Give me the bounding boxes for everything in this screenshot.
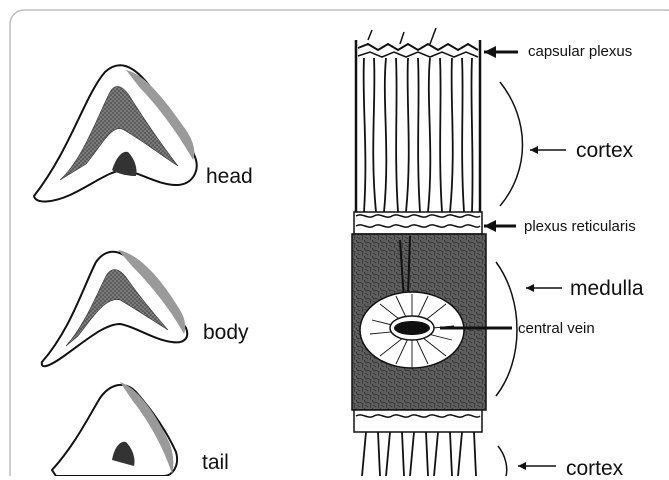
label-central-vein: central vein (518, 321, 595, 336)
label-cortex-upper: cortex (576, 140, 633, 161)
cortex-lower-arrow (518, 462, 556, 470)
gland-head-section (34, 65, 197, 201)
label-plexus-reticularis: plexus reticularis (524, 219, 636, 234)
cortex-column-lower (354, 410, 482, 476)
label-head: head (206, 166, 253, 187)
label-tail: tail (202, 452, 229, 473)
medulla-block (352, 234, 486, 410)
capsular-plexus-arrow (484, 46, 518, 58)
central-vein-lumen (394, 321, 430, 335)
medulla-arrow (526, 284, 562, 292)
cortex-lower-bracket (498, 446, 507, 476)
plexus-reticularis-arrow (484, 220, 516, 232)
plexus-reticularis-band (354, 212, 482, 234)
cortex-upper-bracket (500, 82, 523, 206)
label-body: body (203, 322, 249, 343)
gland-tail-section (52, 382, 177, 476)
gland-body-section (42, 250, 187, 366)
label-medulla: medulla (570, 278, 644, 299)
cortex-upper-arrow (530, 146, 566, 154)
cortex-column-upper (356, 28, 480, 216)
label-capsular-plexus: capsular plexus (528, 44, 632, 59)
